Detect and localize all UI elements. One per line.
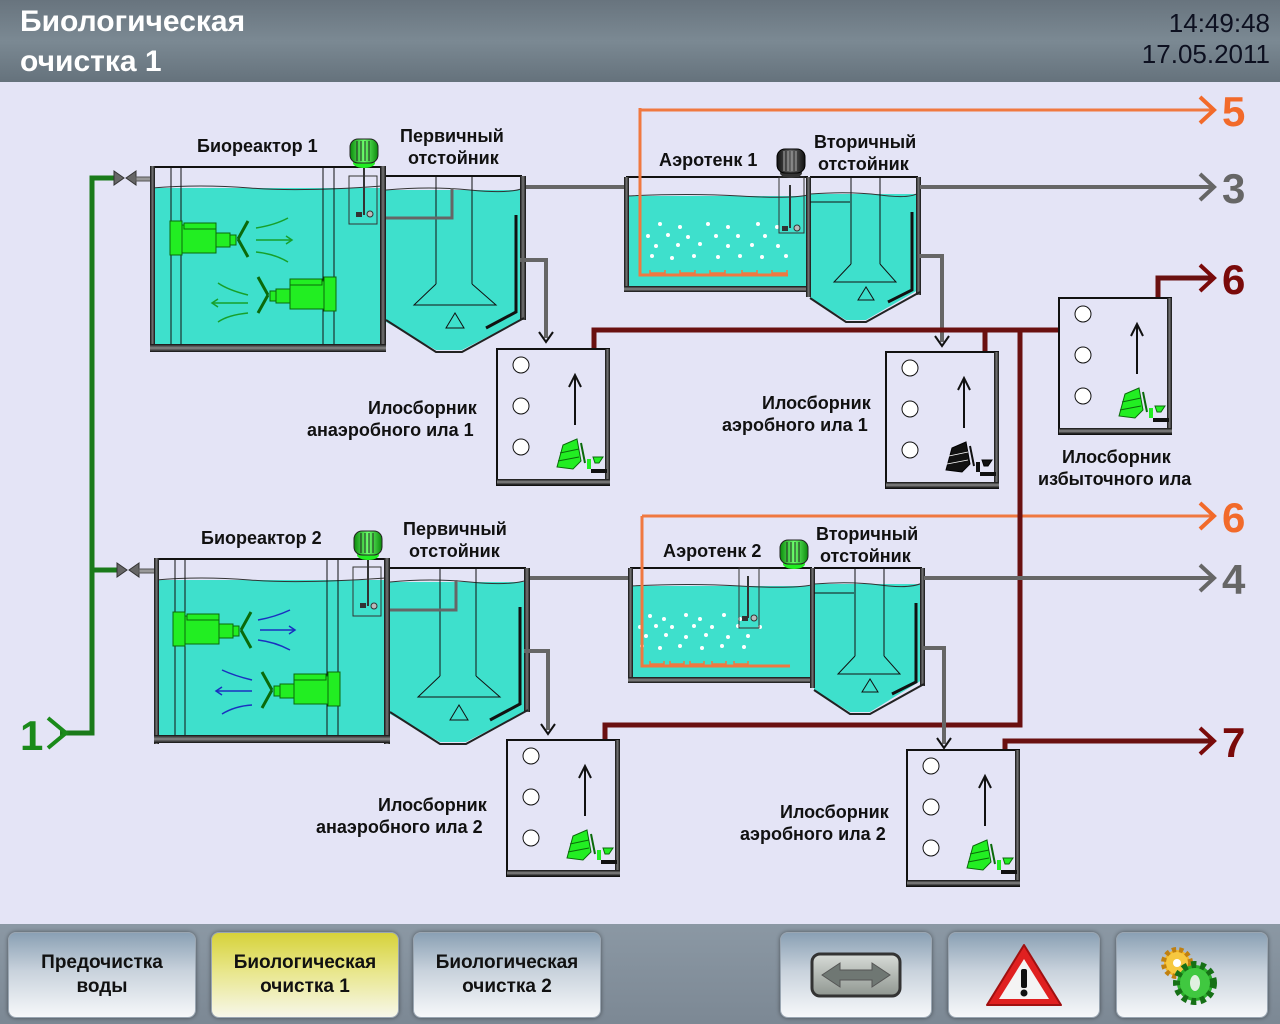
drain-arrow-2b-icon (936, 737, 952, 750)
bioreactor-2-label: Биореактор 2 (201, 528, 322, 548)
primary-settler-1-label-line1: Первичный (400, 126, 504, 146)
anaerobic-collector-1-label-line2: анаэробного ила 1 (307, 420, 474, 440)
anaerobic-collector-1[interactable] (496, 348, 611, 486)
connector-out-3: 3 (1222, 165, 1245, 212)
connector-out-4: 4 (1222, 556, 1246, 603)
out-4-arrow-icon (1198, 563, 1217, 593)
inlet-valve-1[interactable] (113, 170, 153, 186)
aerotank-2[interactable] (628, 516, 814, 683)
bioreactor-1-agitator[interactable] (348, 165, 378, 225)
inlet-valve-2[interactable] (116, 562, 156, 578)
bioreactor-2-motor-icon (353, 530, 383, 561)
bioreactor-2[interactable] (154, 530, 390, 744)
page-title-line1: Биологическая (20, 5, 246, 38)
nav-bio-treatment-2-button[interactable]: Биологическая очистка 2 (413, 932, 601, 1018)
process-diagram: 1 Б (20, 88, 1246, 887)
connector-out-7: 7 (1222, 719, 1245, 766)
flow-arrows-1 (210, 217, 294, 323)
page-title-line2: очистка 1 (20, 45, 162, 78)
drain-pipe-2a (524, 649, 550, 730)
aerotank-1-label: Аэротенк 1 (659, 150, 757, 170)
aerotank-2-agitator[interactable] (738, 567, 760, 629)
aerobic-collector-2-label-line1: Илосборник (780, 802, 890, 822)
connector-out-6-air: 6 (1222, 494, 1245, 541)
nav-bio-1-label-line2: очистка 1 (260, 976, 350, 997)
primary-settler-2-label-line1: Первичный (403, 519, 507, 539)
secondary-settler-2-label-line1: Вторичный (816, 524, 918, 544)
anaerobic-collector-2-label-line2: анаэробного ила 2 (316, 817, 483, 837)
drain-arrow-2a-icon (540, 723, 556, 736)
aerobic-collector-1-label-line1: Илосборник (762, 393, 872, 413)
nav-bio-2-label-line2: очистка 2 (462, 976, 552, 997)
nav-bio-1-label-line1: Биологическая (233, 952, 377, 973)
clock-time: 14:49:48 (1168, 8, 1270, 38)
connector-out-5: 5 (1222, 88, 1245, 135)
anaerobic-collector-2[interactable] (506, 739, 621, 877)
aerobic-collector-2[interactable] (906, 749, 1021, 887)
aerotank-1-motor-icon (776, 148, 806, 179)
secondary-settler-1-label-line2: отстойник (818, 154, 910, 174)
aerobic-collector-1[interactable] (885, 351, 1000, 489)
alarms-button[interactable] (948, 932, 1100, 1018)
aerotank-2-motor-icon (779, 539, 809, 570)
inlet-pipe (60, 175, 118, 736)
primary-settler-2-label-line2: отстойник (409, 541, 501, 561)
primary-settler-1[interactable] (385, 175, 526, 353)
bioreactor-1[interactable] (150, 138, 386, 352)
aeration-bubbles-1 (646, 222, 788, 260)
nav-bio-2-label-line1: Биологическая (435, 952, 579, 973)
drain-arrow-1a-icon (538, 331, 554, 344)
aerotank-2-label: Аэротенк 2 (663, 541, 761, 561)
inlet-arrow-icon (46, 716, 70, 750)
out-6-arrow-icon (1198, 263, 1217, 293)
clock-date: 17.05.2011 (1141, 39, 1270, 69)
primary-settler-1-label-line2: отстойник (408, 148, 500, 168)
out-7-arrow-icon (1198, 726, 1217, 756)
connector-out-6-excess: 6 (1222, 256, 1245, 303)
excess-collector-label-line2: избыточного ила (1038, 469, 1192, 489)
drain-arrow-1b-icon (934, 335, 950, 348)
aerotank-1[interactable] (624, 108, 810, 292)
clock: 14:49:48 17.05.2011 (1142, 8, 1270, 70)
flow-arrows-2 (214, 609, 297, 715)
out-6-air-arrow-icon (1198, 501, 1217, 531)
switch-screen-button[interactable] (780, 932, 932, 1018)
bioreactor-2-agitator[interactable] (352, 557, 382, 617)
anaerobic-collector-2-label-line1: Илосборник (378, 795, 488, 815)
bioreactor-1-motor-icon (349, 138, 379, 169)
secondary-settler-2-label-line2: отстойник (820, 546, 912, 566)
nav-bio-treatment-1-button[interactable]: Биологическая очистка 1 (211, 932, 399, 1018)
out-5-arrow-icon (1198, 95, 1217, 125)
nav-pretreatment-button[interactable]: Предочистка воды (8, 932, 196, 1018)
connector-inlet-label: 1 (20, 712, 43, 759)
aerobic-collector-1-label-line2: аэробного ила 1 (722, 415, 868, 435)
secondary-settler-1-label-line1: Вторичный (814, 132, 916, 152)
nav-pretreatment-label-line2: воды (76, 976, 128, 997)
drain-pipe-1a (520, 258, 548, 338)
footer-bar: Предочистка воды Биологическая очистка 1 Б… (0, 924, 1280, 1024)
anaerobic-collector-1-label-line1: Илосборник (368, 398, 478, 418)
aerobic-collector-2-label-line2: аэробного ила 2 (740, 824, 886, 844)
settings-button[interactable] (1116, 932, 1268, 1018)
nav-pretreatment-label-line1: Предочистка (41, 952, 163, 973)
primary-settler-2[interactable] (389, 567, 530, 745)
drain-pipe-2b (922, 646, 946, 744)
excess-sludge-collector[interactable] (1058, 297, 1173, 435)
settings-gears-icon (1161, 947, 1217, 1005)
alarm-warning-icon (986, 944, 1062, 1006)
secondary-settler-1[interactable] (806, 176, 921, 323)
header-bar: Биологическая очистка 1 14:49:48 17.05.2… (0, 0, 1280, 82)
switch-arrows-icon (810, 952, 902, 998)
page-title: Биологическая очистка 1 (20, 2, 420, 82)
excess-collector-label-line1: Илосборник (1062, 447, 1172, 467)
drain-pipe-1b (918, 254, 944, 342)
secondary-settler-2[interactable] (810, 567, 925, 715)
bioreactor-1-label: Биореактор 1 (197, 136, 318, 156)
out-3-arrow-icon (1198, 172, 1217, 202)
